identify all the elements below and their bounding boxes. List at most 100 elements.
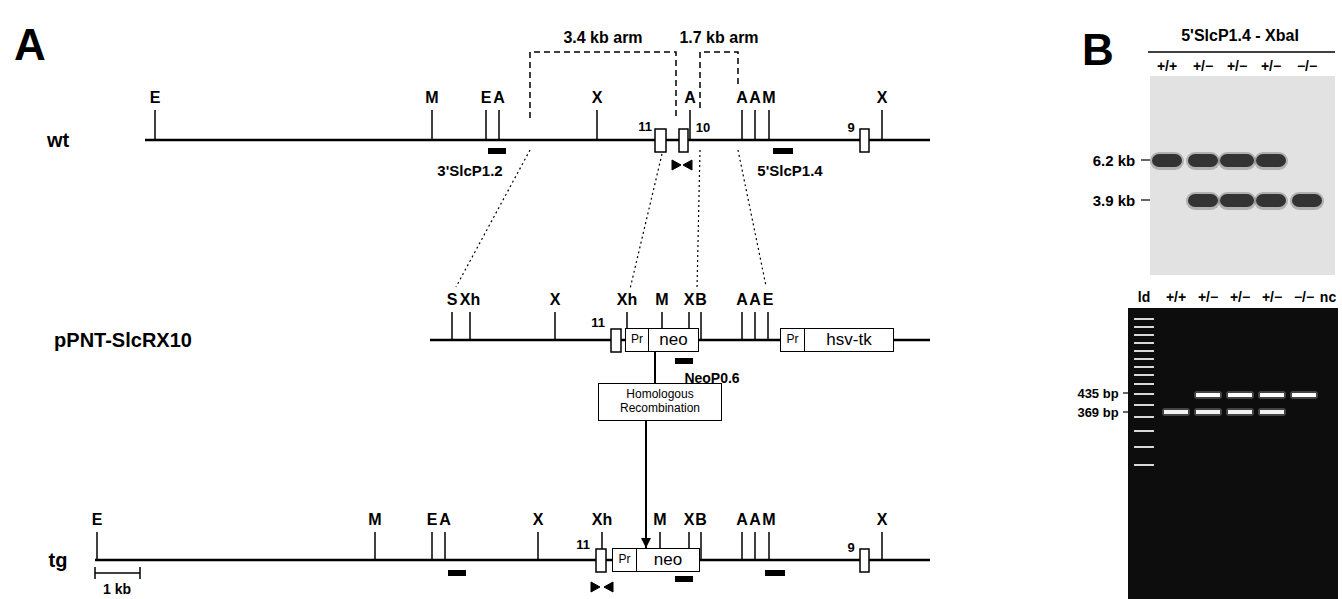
site-tick (700, 312, 702, 340)
site-tick (374, 532, 376, 560)
homology-line (630, 154, 662, 289)
site-letter: M (425, 90, 438, 106)
blot-band-halo (1150, 152, 1184, 170)
site-letter: Xh (592, 512, 612, 528)
site-letter: E (150, 90, 161, 106)
gel (1128, 308, 1338, 599)
exon-box (860, 129, 869, 152)
site-tick (596, 110, 598, 140)
site-letter: X (684, 512, 695, 528)
node-text: Pr (631, 333, 643, 347)
site-tick (768, 110, 770, 140)
gel-band (1196, 393, 1220, 397)
site-tick (768, 532, 770, 560)
site-letter: X (684, 292, 695, 308)
gel-band-glow (1194, 408, 1222, 416)
blot-title: 5'SlcP1.4 - XbaI (1181, 28, 1299, 44)
exon-box (860, 549, 869, 572)
row-label: pPNT-SlcRX10 (54, 330, 192, 350)
blot-band (1256, 194, 1286, 207)
blot-band (1152, 154, 1182, 167)
node-text: neo (659, 330, 687, 350)
genotype: +/+ (1157, 59, 1177, 73)
gel-band-glow (1258, 391, 1286, 399)
process-arrow (645, 421, 647, 548)
site-tick (754, 532, 756, 560)
node-text: hsv-tk (826, 330, 871, 350)
site-letter: M (653, 512, 666, 528)
site-tick (700, 532, 702, 560)
site-letter: E (92, 512, 103, 528)
site-letter: B (695, 512, 707, 528)
site-letter: X (592, 90, 603, 106)
exon-box (611, 329, 621, 352)
primer-arrow (672, 160, 681, 170)
site-letter: Xh (617, 292, 637, 308)
homology-line (697, 150, 700, 289)
site-letter: A (749, 292, 761, 308)
site-letter: M (655, 292, 668, 308)
site-letter: A (749, 90, 761, 106)
process-box: Homologous Recombination (598, 383, 722, 421)
site-tick (741, 312, 743, 340)
ladder-band (1134, 366, 1154, 368)
node-text: Pr (619, 553, 631, 567)
ladder-band (1134, 350, 1154, 352)
gel-band-glow (1226, 391, 1254, 399)
row-label: tg (49, 550, 68, 570)
ladder-band (1134, 446, 1154, 448)
exon-box (655, 129, 666, 152)
site-letter: X (877, 512, 888, 528)
gel-band-glow (1290, 391, 1318, 399)
genotype: +/− (1198, 290, 1218, 304)
size-marker: 369 bp (1077, 406, 1118, 419)
panel-letter: B (1082, 28, 1114, 72)
scale-bar (95, 572, 140, 574)
wt-allele-line (145, 139, 930, 142)
blot-band-halo (1254, 152, 1288, 170)
gel-band (1228, 393, 1252, 397)
blot-band-halo (1254, 192, 1288, 210)
site-letter: A (749, 512, 761, 528)
gel-band (1260, 410, 1284, 414)
site-letter: E (427, 512, 438, 528)
size-tick (1141, 159, 1150, 160)
site-letter: A (439, 512, 451, 528)
ladder-band (1134, 416, 1154, 418)
ladder-band (1134, 342, 1154, 344)
probe-bar (675, 576, 693, 582)
arm-length: 1.7 kb arm (679, 30, 758, 46)
probe-label: 3'SlcP1.2 (437, 163, 502, 178)
site-tick (741, 110, 743, 140)
tg-allele-line (95, 559, 930, 562)
site-tick (689, 110, 691, 140)
probe-bar (765, 570, 785, 576)
exon-box (679, 129, 688, 152)
blot-band (1256, 154, 1286, 167)
blot-band (1292, 194, 1322, 207)
size-marker: 435 bp (1077, 387, 1118, 400)
panel-letter: A (14, 23, 46, 67)
site-tick (554, 312, 556, 340)
genotype: +/− (1230, 290, 1250, 304)
genotype: −/− (1294, 290, 1314, 304)
size-tick (1123, 411, 1128, 412)
blot-membrane (1150, 76, 1335, 275)
ladder-band (1134, 383, 1154, 385)
site-letter: A (736, 90, 748, 106)
ladder-band (1134, 374, 1154, 376)
arm-bracket (700, 52, 738, 108)
node-text: Pr (787, 333, 799, 347)
ladder-band (1134, 393, 1154, 395)
site-letter: X (533, 512, 544, 528)
size-tick (1141, 199, 1150, 200)
gel-band (1164, 410, 1188, 414)
site-letter: M (368, 512, 381, 528)
site-tick (431, 110, 433, 140)
primer-arrow (591, 582, 600, 592)
lane-label: ld (1138, 290, 1150, 304)
blot-band-halo (1218, 152, 1256, 170)
site-tick (754, 312, 756, 340)
site-tick (741, 532, 743, 560)
genotype: +/+ (1166, 290, 1186, 304)
